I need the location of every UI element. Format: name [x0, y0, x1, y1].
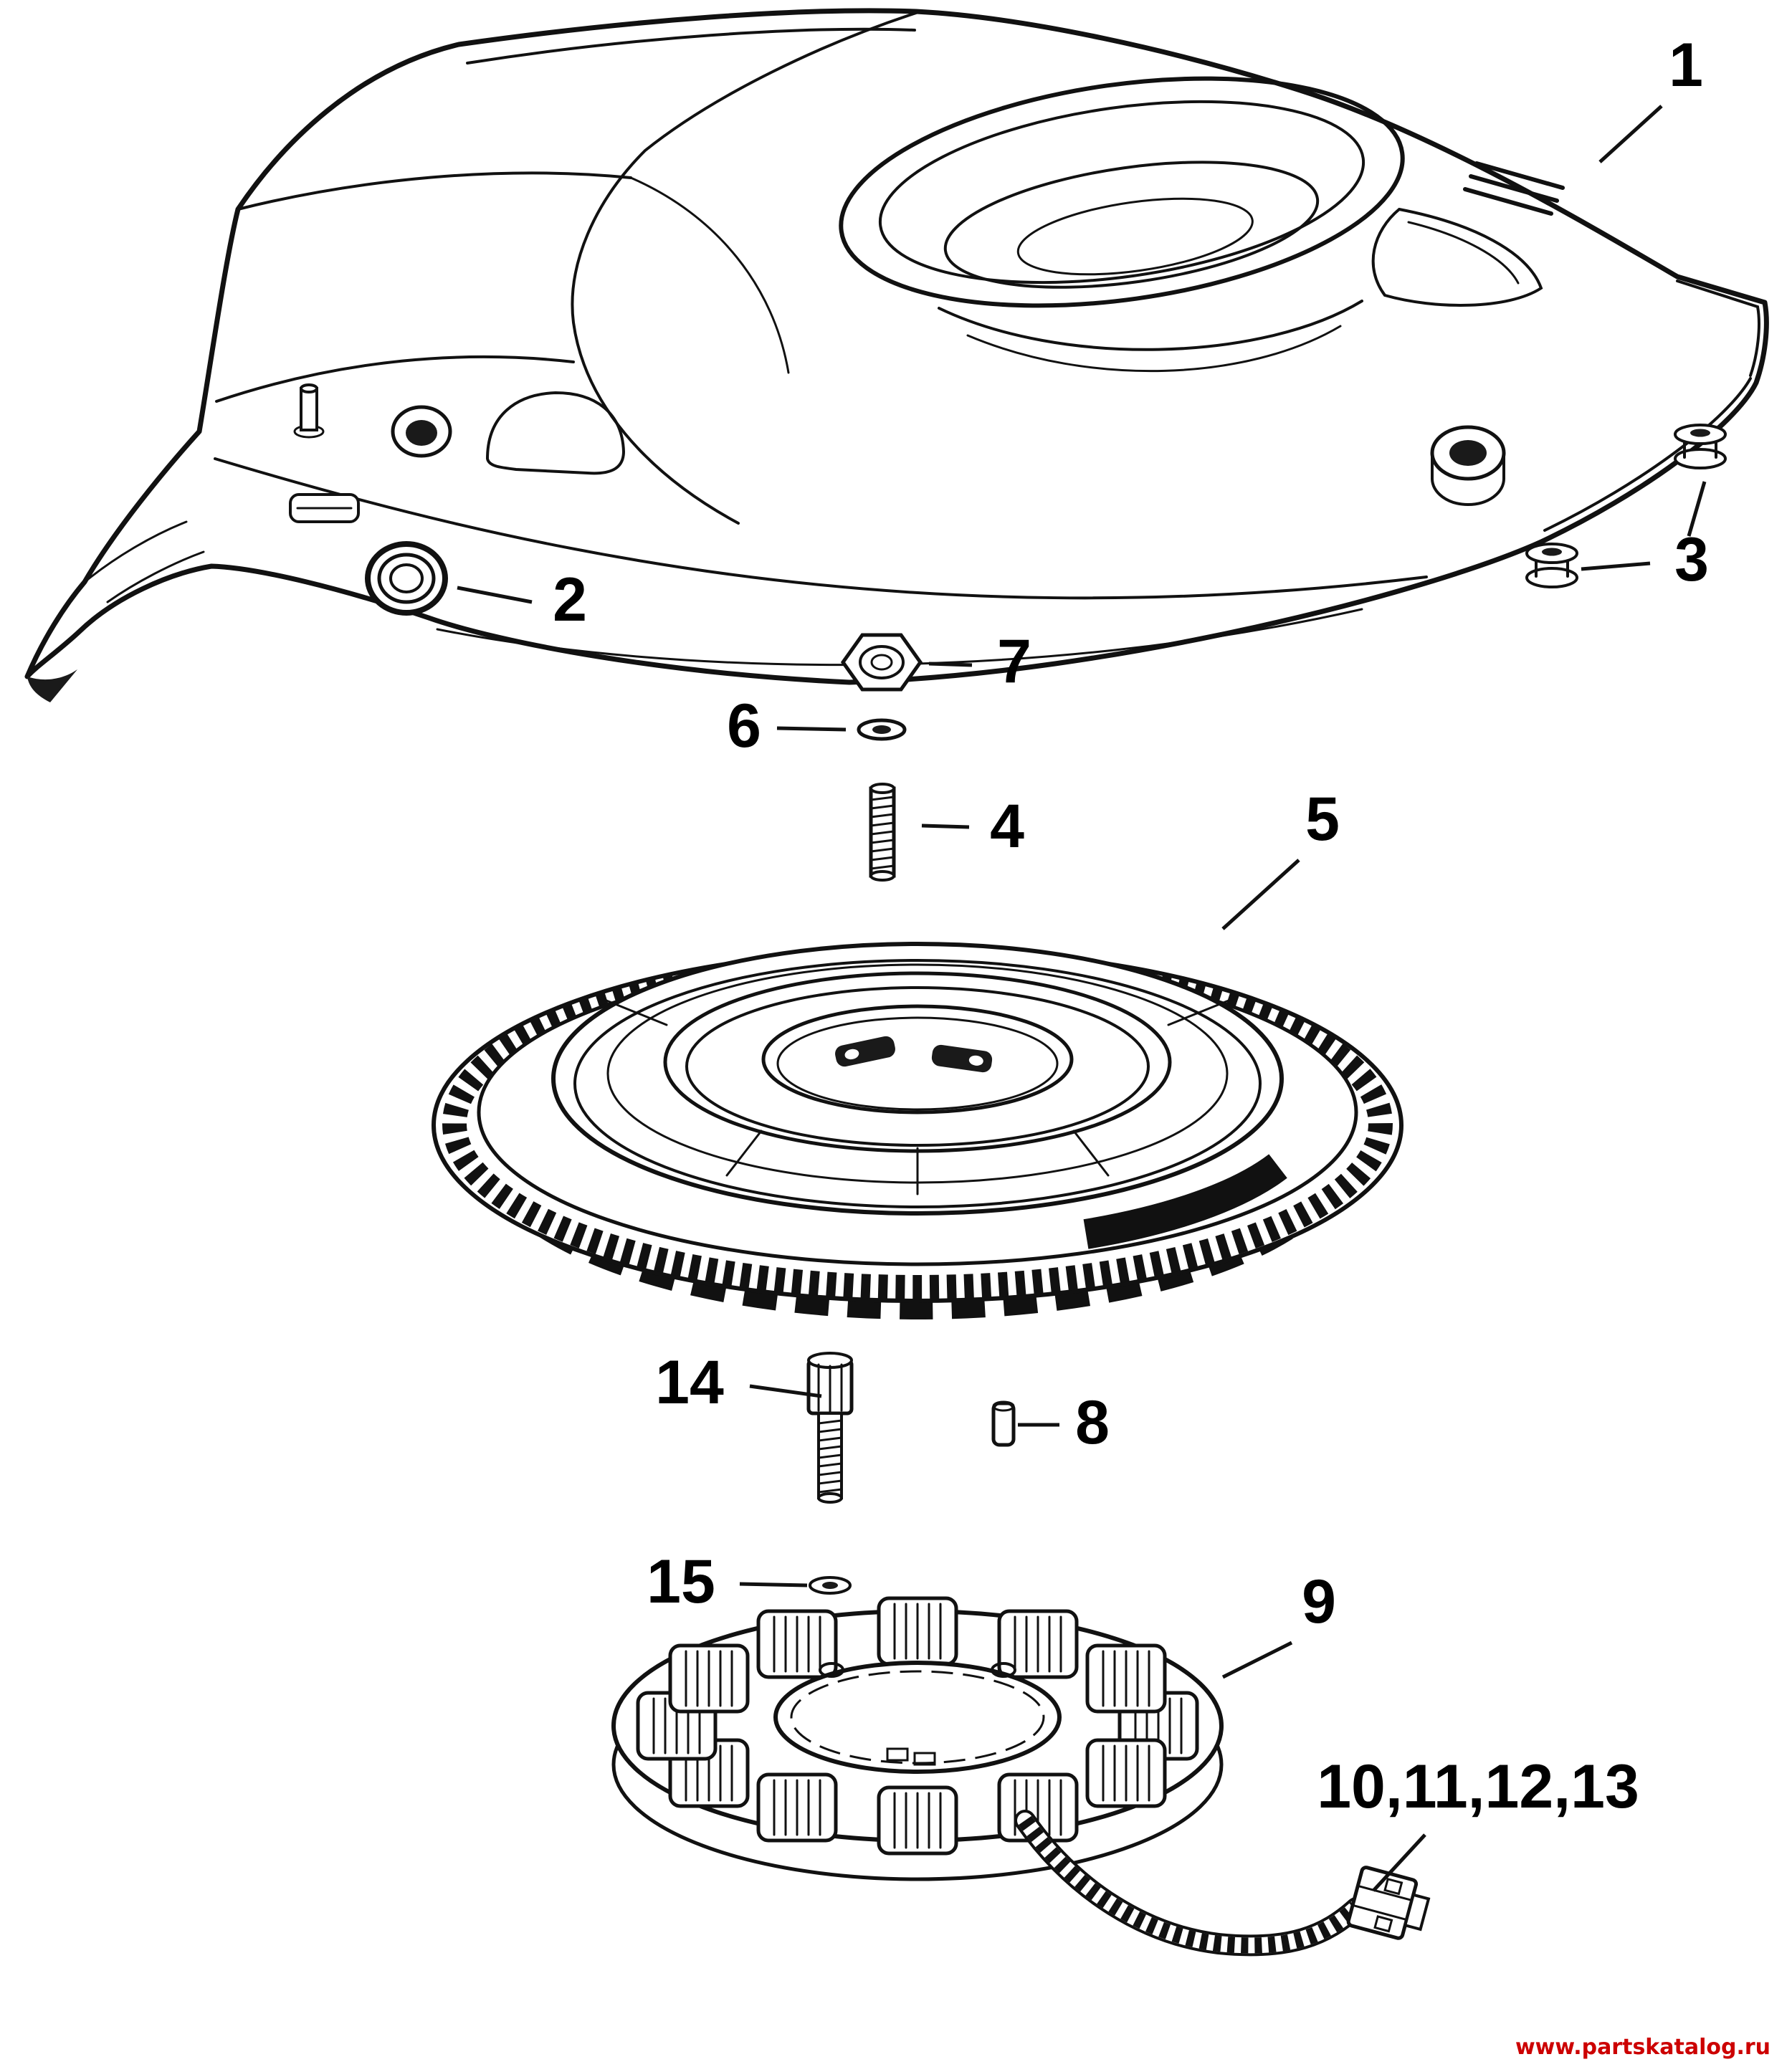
leader-10-13: [1372, 1833, 1426, 1892]
cover-top-opening: [839, 76, 1405, 308]
flywheel-part-5: [432, 942, 1403, 1319]
cover-mount-boss: [1430, 425, 1506, 506]
stator-coil: [879, 1598, 956, 1664]
callout-6: 6: [727, 692, 761, 760]
cover-latch-hook: [27, 669, 77, 702]
washer-part-15: [809, 1576, 852, 1595]
callout-5: 5: [1305, 785, 1340, 854]
pin-part-8: [991, 1400, 1016, 1447]
leader-6: [776, 726, 847, 732]
washer-part-6: [857, 718, 907, 741]
flywheel-hub: [761, 1004, 1074, 1114]
flywheel-hub-slots: [835, 1036, 993, 1073]
cover-vent-bump: [485, 391, 626, 475]
stator-coil: [879, 1787, 956, 1853]
leader-1: [1598, 105, 1663, 163]
bolt-part-14: [806, 1352, 854, 1504]
stator-coil: [758, 1611, 836, 1677]
callouts: 1 2 3 7 6 4 5 14 8 15 9 10,11,12,13: [553, 31, 1709, 1821]
cover-outline: [24, 8, 1769, 685]
stator-coil: [1087, 1740, 1165, 1806]
watermark-url: www.partskatalog.ru: [1515, 2035, 1770, 2060]
callout-8: 8: [1075, 1388, 1110, 1457]
bolt-head-knurl: [817, 1363, 843, 1413]
flywheel-cover: [24, 8, 1769, 702]
callout-7: 7: [997, 627, 1031, 696]
hex-nut-part-7: [840, 633, 923, 692]
leader-9: [1221, 1641, 1293, 1679]
stator-center-hole: [773, 1661, 1062, 1774]
stator-coil: [1087, 1646, 1165, 1711]
cover-lower-clip: [289, 493, 360, 523]
flywheel-hub-line: [776, 1016, 1059, 1111]
cover-front-scoop: [938, 300, 1363, 373]
flywheel-ribs: [598, 996, 1237, 1195]
cover-side-recess: [1371, 207, 1543, 307]
leader-3a: [1687, 481, 1707, 537]
callout-2: 2: [553, 565, 587, 634]
stud-part-4: [869, 783, 896, 882]
ring-gear-teeth: [442, 948, 1393, 1299]
stator-wire-harness: [1014, 1810, 1431, 1957]
leader-2: [457, 586, 533, 604]
flywheel-magnet-band: [1083, 1154, 1287, 1249]
rubber-mount-lower: [1525, 543, 1578, 588]
callout-15: 15: [647, 1547, 715, 1616]
stator-coil: [999, 1611, 1077, 1677]
leader-4: [921, 823, 970, 829]
wire-braid: [1018, 1815, 1362, 1954]
stator-center-scallop: [790, 1670, 1045, 1765]
leader-15: [739, 1582, 808, 1588]
cover-logo-mark: [1463, 161, 1565, 216]
callout-9: 9: [1302, 1567, 1336, 1636]
stator-part-9: [611, 1598, 1224, 1881]
leader-3b: [1581, 561, 1651, 571]
bolt-threads: [817, 1419, 843, 1494]
cover-hole: [391, 405, 452, 458]
leader-7: [928, 662, 973, 667]
leader-14: [749, 1384, 822, 1398]
leader-5: [1221, 859, 1300, 930]
grommet-part-2: [365, 541, 448, 616]
cover-peg: [293, 383, 325, 439]
stator-coil: [758, 1775, 836, 1841]
callout-3: 3: [1674, 525, 1709, 594]
callout-4: 4: [990, 792, 1024, 861]
wire-connector: [1346, 1866, 1431, 1940]
stud-threads: [869, 796, 895, 870]
flywheel-bowl-inner: [685, 986, 1150, 1147]
leader-lines: [457, 105, 1707, 1892]
callout-1: 1: [1669, 31, 1703, 100]
flywheel-rim-line: [573, 959, 1262, 1208]
callout-10-11-12-13: 10,11,12,13: [1317, 1752, 1639, 1821]
callout-14: 14: [655, 1348, 724, 1417]
stator-screw-holes: [819, 1662, 1016, 1766]
stator-coil: [670, 1646, 748, 1711]
